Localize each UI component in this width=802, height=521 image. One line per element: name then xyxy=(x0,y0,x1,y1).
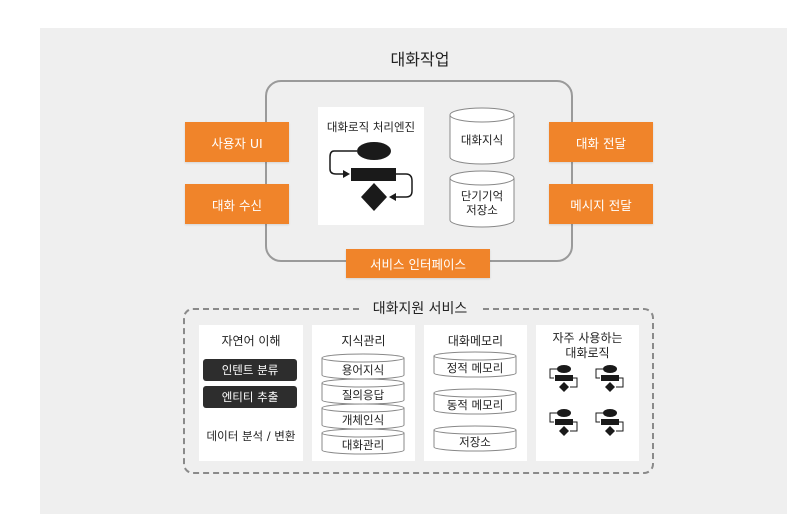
dynamic-memory-item: 동적 메모리 xyxy=(446,398,504,412)
service-interface-button[interactable]: 서비스 인터페이스 xyxy=(346,249,490,278)
entity-recognition-item: 개체인식 xyxy=(341,413,385,427)
logic-flow-icons xyxy=(549,365,624,436)
intent-classify-button[interactable]: 인텐트 분류 xyxy=(203,359,297,381)
knowledge-db-cylinder: 대화지식 xyxy=(449,107,515,165)
deliver-dialog-button[interactable]: 대화 전달 xyxy=(549,122,653,162)
nlu-title: 자연어 이해 xyxy=(221,334,281,348)
nlu-column: 자연어 이해 인텐트 분류 엔티티 추출 데이터 분석 / 변환 xyxy=(199,325,303,461)
knowledge-db-label: 대화지식 xyxy=(460,133,504,147)
dialog-management-item: 대화관리 xyxy=(341,438,385,452)
knowledge-column: 지식관리 용어지식 질의응답 개체인식 대화관리 xyxy=(312,325,415,461)
qa-item: 질의응답 xyxy=(341,388,385,402)
static-memory-item: 정적 메모리 xyxy=(446,361,504,375)
deliver-message-button[interactable]: 메시지 전달 xyxy=(549,184,653,224)
user-ui-button[interactable]: 사용자 UI xyxy=(185,122,289,162)
memory-title: 대화메모리 xyxy=(447,334,504,348)
term-knowledge-item: 용어지식 xyxy=(341,363,385,377)
logic-title-2: 대화로직 xyxy=(565,346,610,360)
memory-db-cylinder: 단기기억 저장소 xyxy=(449,170,515,228)
logic-column: 자주 사용하는 대화로직 xyxy=(536,325,639,461)
knowledge-title: 지식관리 xyxy=(341,334,386,348)
support-services-title: 대화지원 서비스 xyxy=(360,298,480,318)
memory-stack: 정적 메모리 동적 메모리 저장소 xyxy=(433,351,517,455)
logic-title-1: 자주 사용하는 xyxy=(552,331,623,345)
memory-db-label-2: 저장소 xyxy=(466,203,498,217)
data-analysis-label: 데이터 분석 / 변환 xyxy=(206,429,296,443)
flowchart-icon xyxy=(329,142,413,211)
receive-dialog-button[interactable]: 대화 수신 xyxy=(185,184,289,224)
memory-db-label-1: 단기기억 xyxy=(460,189,504,203)
main-title: 대화작업 xyxy=(390,50,450,69)
entity-extract-button[interactable]: 엔티티 추출 xyxy=(203,386,297,408)
dialog-logic-engine: 대화로직 처리엔진 xyxy=(318,107,424,225)
storage-item: 저장소 xyxy=(459,435,491,449)
engine-label: 대화로직 처리엔진 xyxy=(326,120,416,134)
memory-column: 대화메모리 정적 메모리 동적 메모리 저장소 xyxy=(424,325,527,461)
knowledge-stack: 용어지식 질의응답 개체인식 대화관리 xyxy=(321,353,405,457)
